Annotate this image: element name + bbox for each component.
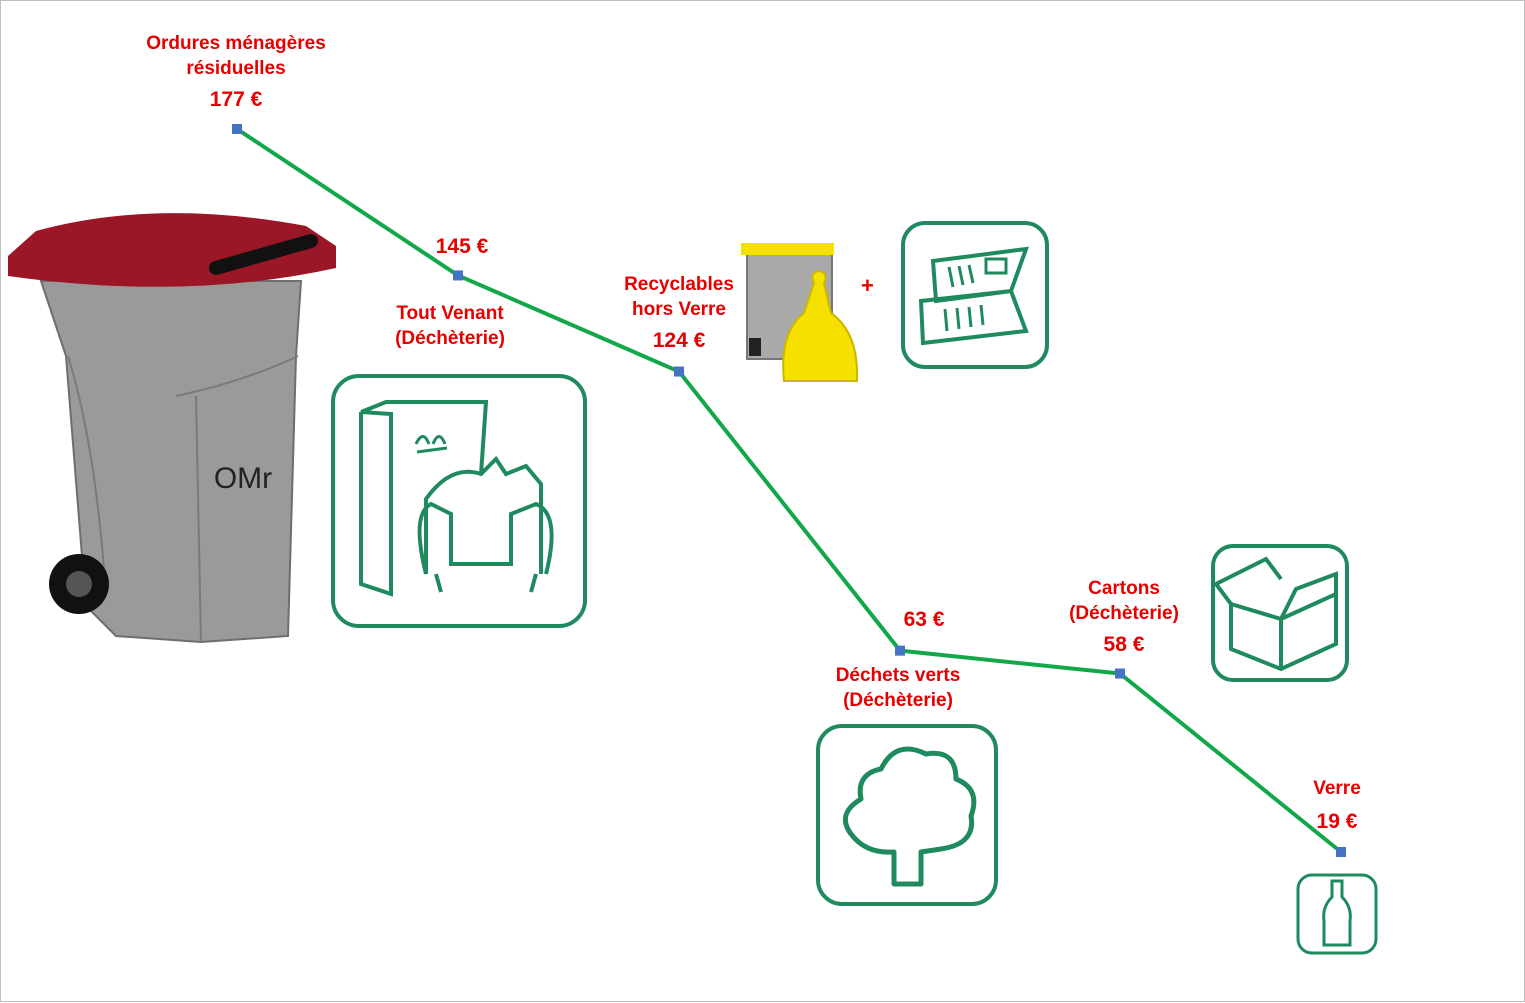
plus-sign: + xyxy=(861,273,874,298)
data-point-5 xyxy=(1336,847,1346,857)
label-recyclables: Recyclables hors Verre 124 € xyxy=(624,272,734,353)
bulky-waste-icon xyxy=(331,374,587,628)
value-label-omr: 177 € xyxy=(209,88,263,111)
glass-bottle-icon xyxy=(1296,873,1378,955)
data-point-2 xyxy=(674,366,684,377)
label-omr-line1: Ordures ménagères xyxy=(146,33,326,54)
value-label-tout-venant: 145 € xyxy=(436,234,489,259)
label-dechets-verts-line1: Déchets verts xyxy=(835,665,961,686)
label-omr: Ordures ménagères résiduelles 177 € xyxy=(146,31,326,112)
value-label-dechets-verts: 63 € xyxy=(904,607,945,632)
data-point-3 xyxy=(895,645,905,656)
data-point-4 xyxy=(1115,668,1125,679)
label-tout-venant-line1: Tout Venant xyxy=(396,303,504,324)
value-label-recyclables: 124 € xyxy=(652,329,706,352)
data-point-1 xyxy=(453,270,463,281)
label-omr-line2: résiduelles xyxy=(186,58,286,79)
label-cartons-line1: Cartons xyxy=(1088,578,1160,599)
value-label-cartons: 58 € xyxy=(1103,633,1145,656)
label-verre: Verre 19 € xyxy=(1313,776,1361,834)
value-label-verre: 19 € xyxy=(1316,810,1358,833)
label-dechets-verts: Déchets verts (Déchèterie) xyxy=(836,663,961,713)
value-label-dechets-verts-text: 63 € xyxy=(903,608,945,631)
bin-text: OMr xyxy=(214,462,272,495)
cardboard-box-icon xyxy=(1211,544,1349,682)
label-recyclables-line1: Recyclables xyxy=(624,274,734,295)
tree-icon xyxy=(816,724,998,906)
label-verre-line1: Verre xyxy=(1313,778,1361,799)
data-point-0 xyxy=(232,124,242,134)
omr-bin-icon: OMr xyxy=(8,213,336,644)
label-dechets-verts-line2: (Déchèterie) xyxy=(843,690,953,711)
label-tout-venant: Tout Venant (Déchèterie) xyxy=(395,301,505,351)
value-label-tout-venant-text: 145 € xyxy=(435,235,489,258)
label-tout-venant-line2: (Déchèterie) xyxy=(395,328,505,349)
label-cartons: Cartons (Déchèterie) 58 € xyxy=(1069,576,1179,657)
paper-flyer-icon xyxy=(901,221,1049,369)
label-cartons-line2: (Déchèterie) xyxy=(1069,603,1179,624)
label-recyclables-line2: hors Verre xyxy=(631,299,726,320)
yellow-bin-bag-icon xyxy=(741,243,859,382)
series-line xyxy=(235,127,1343,854)
